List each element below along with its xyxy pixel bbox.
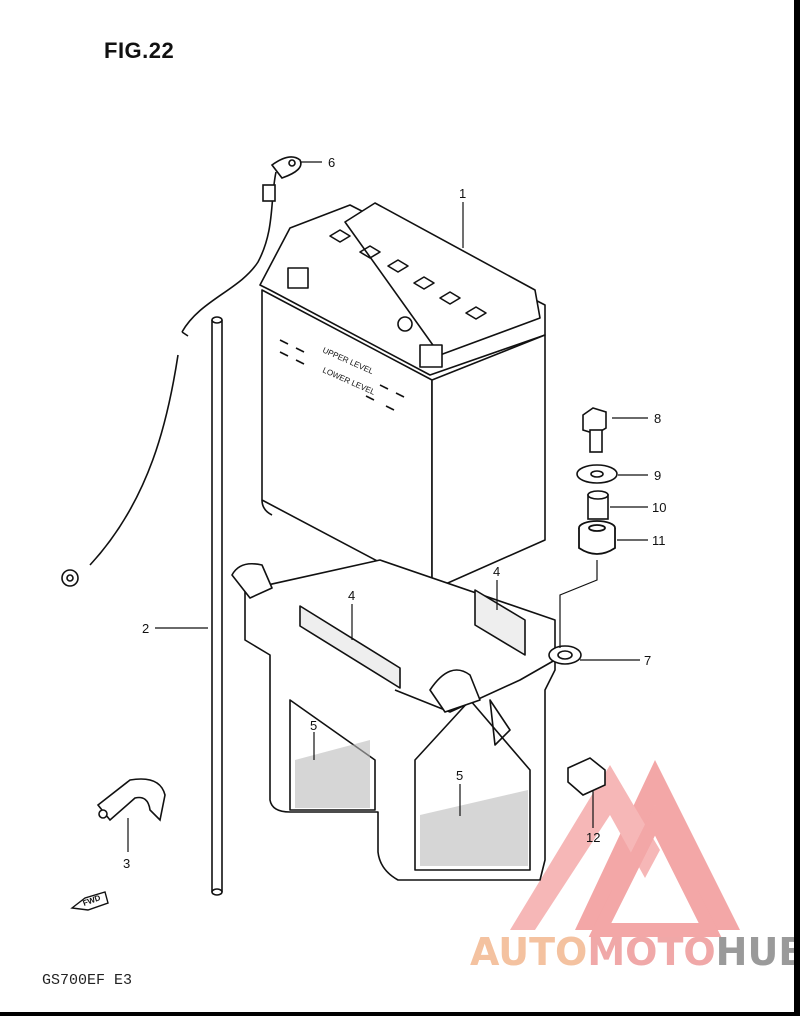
battery bbox=[259, 202, 546, 591]
callout-11: 10 bbox=[652, 500, 666, 515]
callout-10: 11 bbox=[652, 533, 666, 548]
breather-hose bbox=[211, 316, 223, 896]
spacer-12 bbox=[567, 757, 606, 796]
figure-title: FIG.22 bbox=[104, 38, 175, 63]
spacer bbox=[587, 490, 609, 520]
callout-8: 8 bbox=[654, 411, 661, 426]
watermark-part-auto: AUTO bbox=[470, 930, 588, 974]
fwd-arrow-icon bbox=[70, 891, 109, 911]
callout-5b: 5 bbox=[456, 768, 463, 783]
bolt bbox=[582, 407, 607, 453]
watermark-part-hub: HUB bbox=[715, 930, 800, 974]
callout-6: 6 bbox=[328, 155, 335, 170]
callout-2: 2 bbox=[142, 621, 149, 636]
callout-9: 9 bbox=[654, 468, 661, 483]
washer bbox=[576, 464, 618, 484]
callout-1: 1 bbox=[459, 186, 466, 201]
watermark-text: AUTOMOTOHUB bbox=[470, 930, 800, 974]
callout-3: 3 bbox=[123, 856, 130, 871]
rubber-cushion bbox=[578, 520, 616, 555]
callout-4b: 4 bbox=[493, 564, 500, 579]
bottom-border bbox=[0, 1012, 800, 1016]
callout-5a: 5 bbox=[310, 718, 317, 733]
ground-cable bbox=[61, 156, 302, 587]
right-border bbox=[794, 0, 800, 1016]
hose-clamp bbox=[96, 778, 166, 822]
callout-7: 7 bbox=[644, 653, 651, 668]
model-code: GS700EF E3 bbox=[42, 972, 133, 989]
watermark-logo-icon bbox=[510, 760, 740, 937]
leader-lines bbox=[127, 161, 648, 852]
callout-12: 12 bbox=[586, 830, 600, 845]
callout-4a: 4 bbox=[348, 588, 355, 603]
assembly-line bbox=[559, 560, 598, 648]
battery-case bbox=[231, 559, 582, 881]
watermark-part-moto: MOTO bbox=[587, 930, 716, 974]
